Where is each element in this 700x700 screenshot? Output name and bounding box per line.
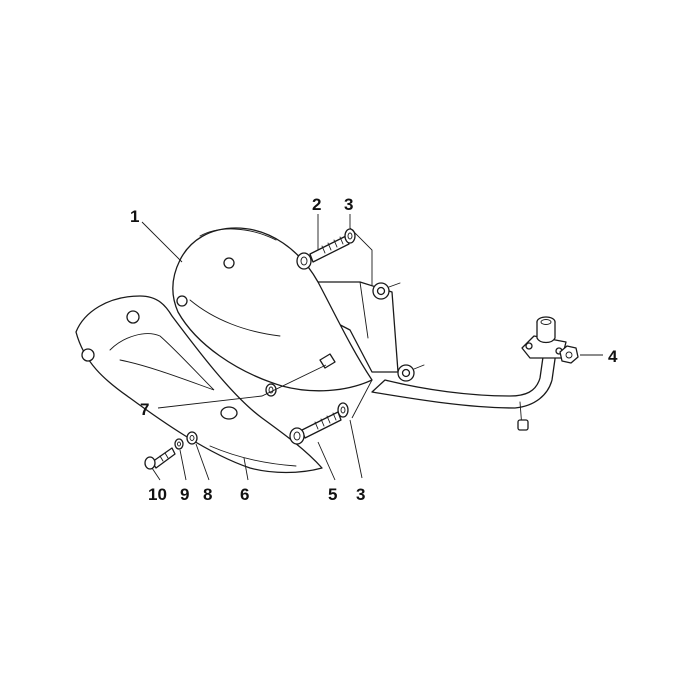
callout-6: 6 <box>240 485 249 504</box>
washer-3-bottom <box>337 402 349 418</box>
callout-7: 7 <box>140 400 149 419</box>
washer-9 <box>174 438 184 450</box>
leader-lines <box>141 214 603 481</box>
exhaust-pipe <box>371 349 557 431</box>
muffler-body <box>172 227 373 392</box>
screw-10 <box>144 447 176 470</box>
callout-4: 4 <box>608 347 618 366</box>
heat-shield <box>75 295 323 474</box>
bolt-5 <box>289 411 342 445</box>
washer-3-top <box>344 228 356 244</box>
exhaust-flange <box>521 316 567 359</box>
callout-3-top: 3 <box>344 195 353 214</box>
callout-5: 5 <box>328 485 337 504</box>
callout-3-bottom: 3 <box>356 485 365 504</box>
callout-8: 8 <box>203 485 212 504</box>
nut-4 <box>559 345 579 364</box>
washer-8 <box>186 431 198 445</box>
callout-10: 10 <box>148 485 167 504</box>
callout-2: 2 <box>312 195 321 214</box>
callout-1: 1 <box>130 207 139 226</box>
callout-9: 9 <box>180 485 189 504</box>
bolt-2 <box>296 235 350 270</box>
